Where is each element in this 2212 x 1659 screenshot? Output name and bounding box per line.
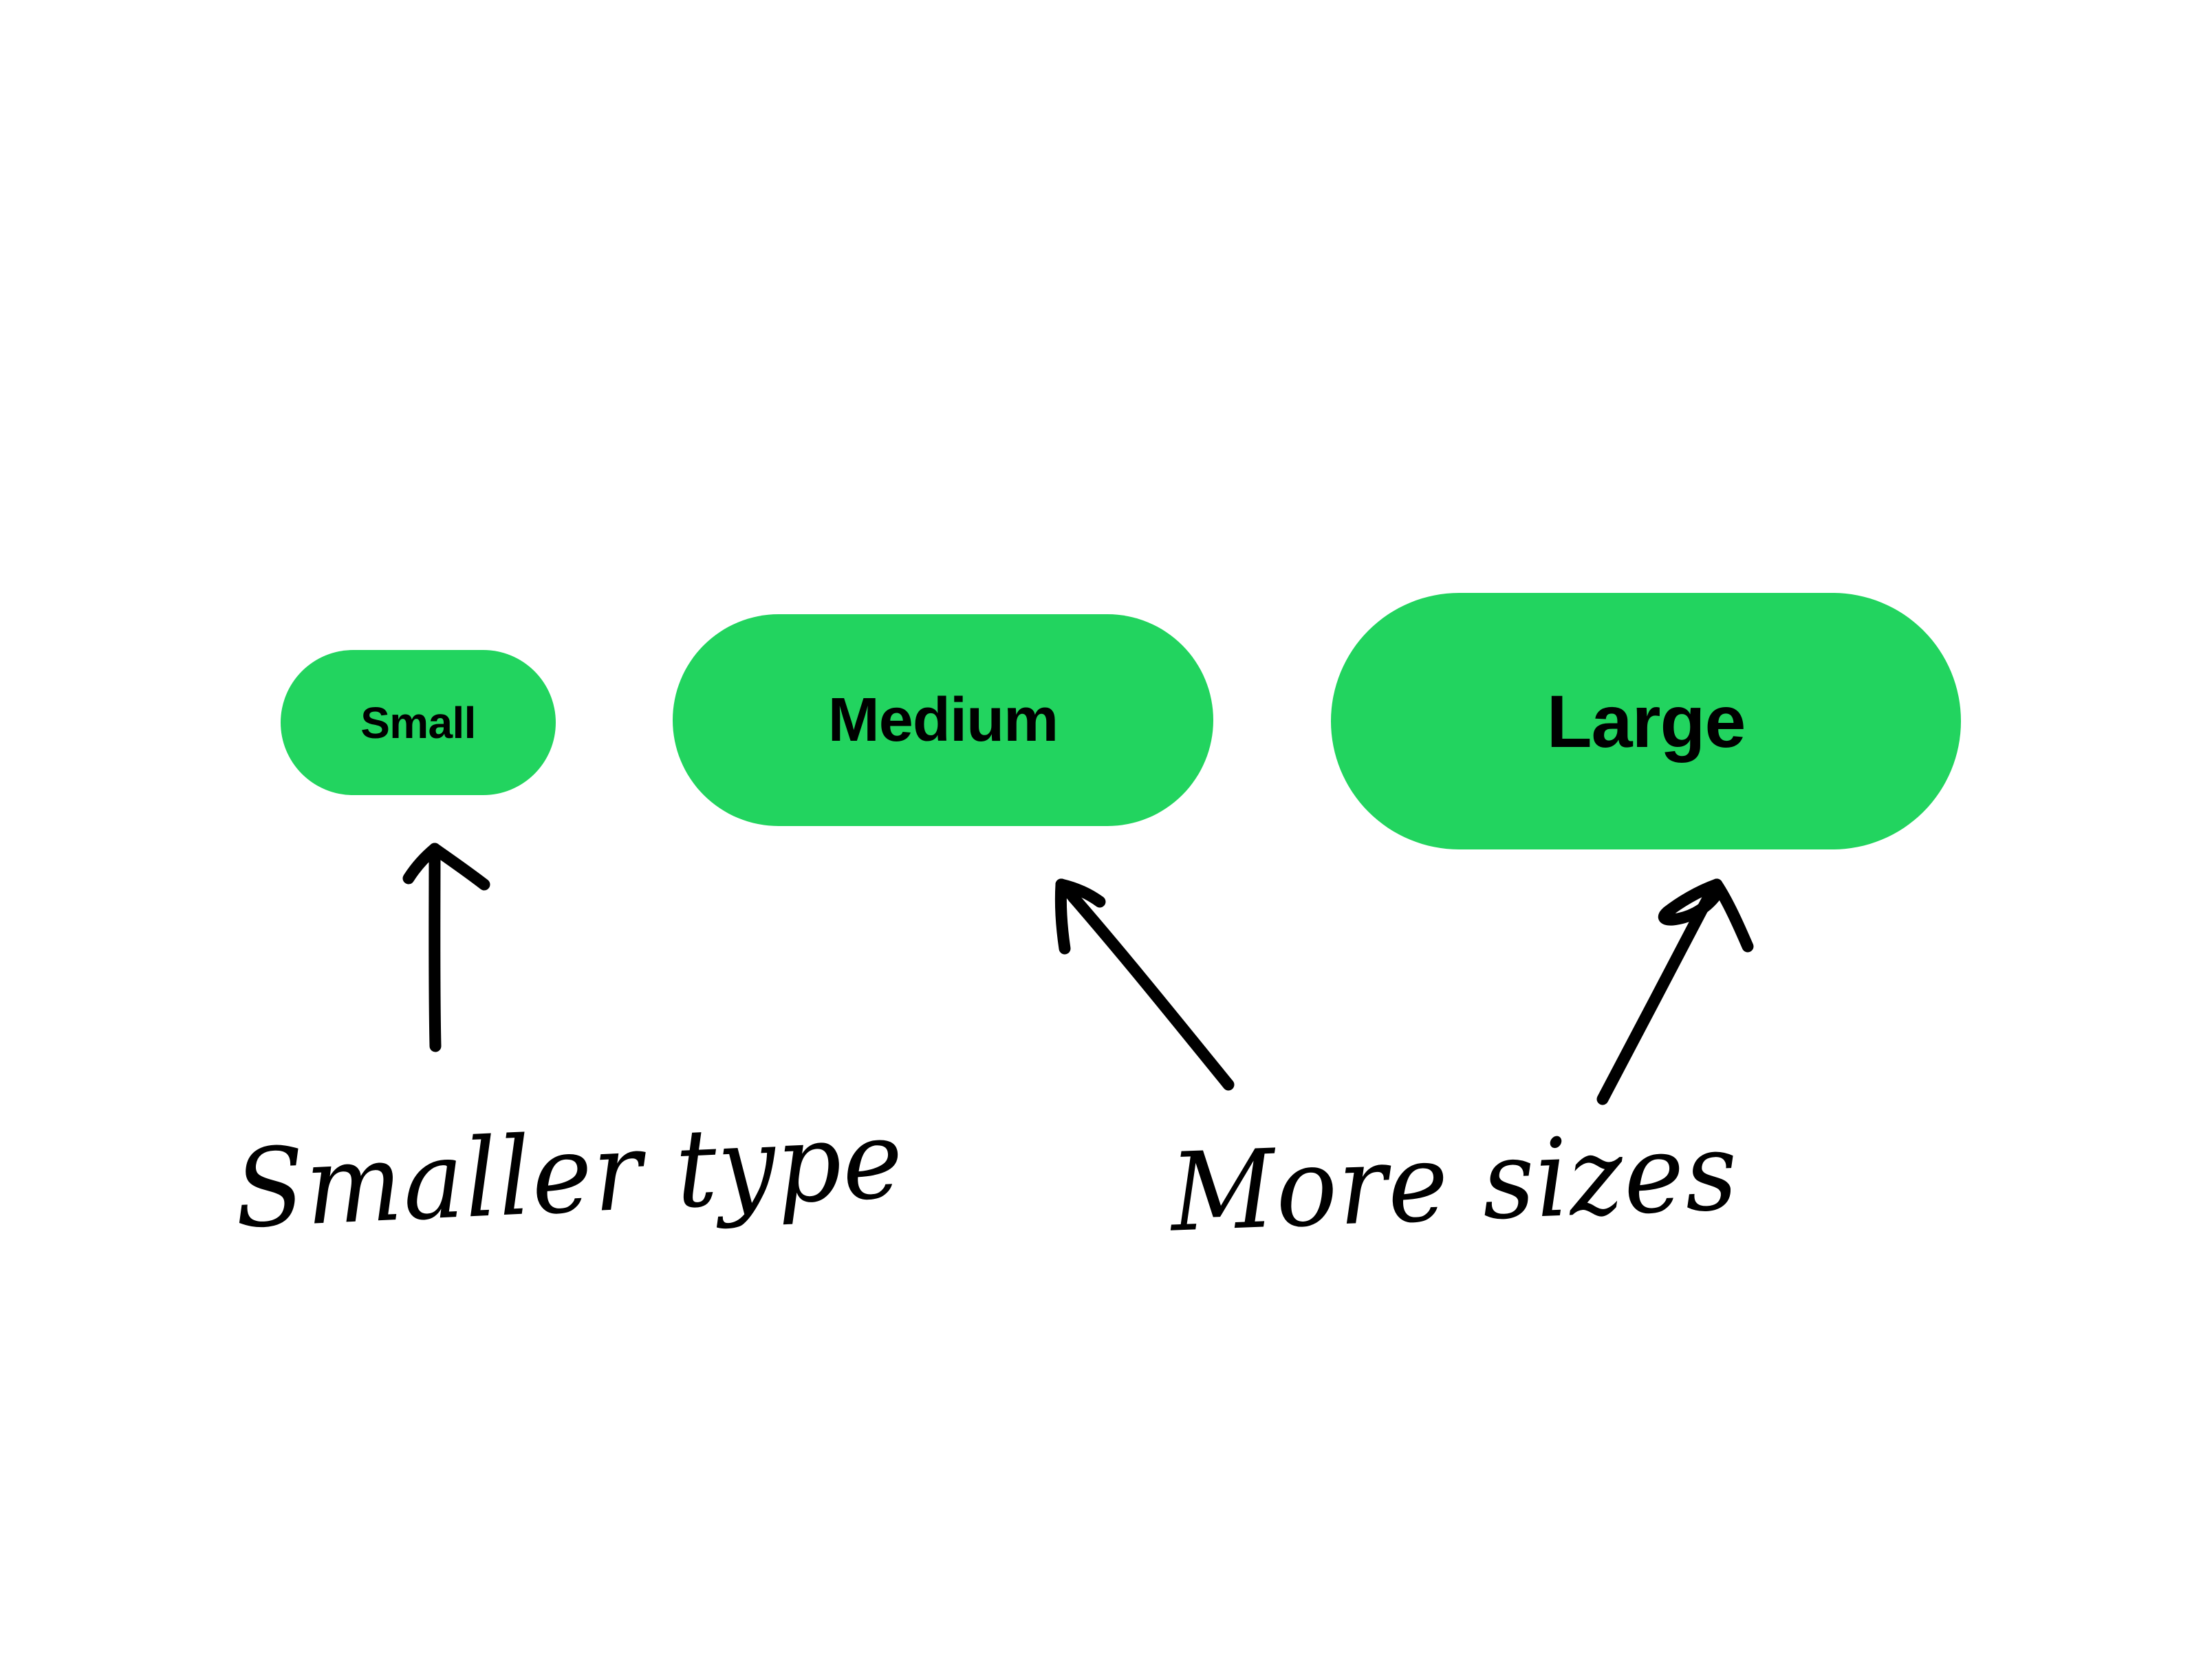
annotation-label-more-sizes: More sizes — [1168, 1108, 1741, 1256]
button-small-label: Small — [360, 697, 476, 748]
arrow-up-left-to-medium — [1054, 878, 1235, 1091]
button-small[interactable]: Small — [281, 650, 556, 795]
button-medium-label: Medium — [827, 686, 1059, 755]
arrow-up-right-to-large — [1596, 878, 1754, 1105]
arrow-up-straight-to-small — [402, 843, 490, 1052]
button-large[interactable]: Large — [1331, 593, 1961, 849]
annotation-label-smaller-type: Smaller type — [232, 1096, 907, 1253]
button-medium[interactable]: Medium — [673, 614, 1213, 826]
button-large-label: Large — [1546, 679, 1746, 763]
